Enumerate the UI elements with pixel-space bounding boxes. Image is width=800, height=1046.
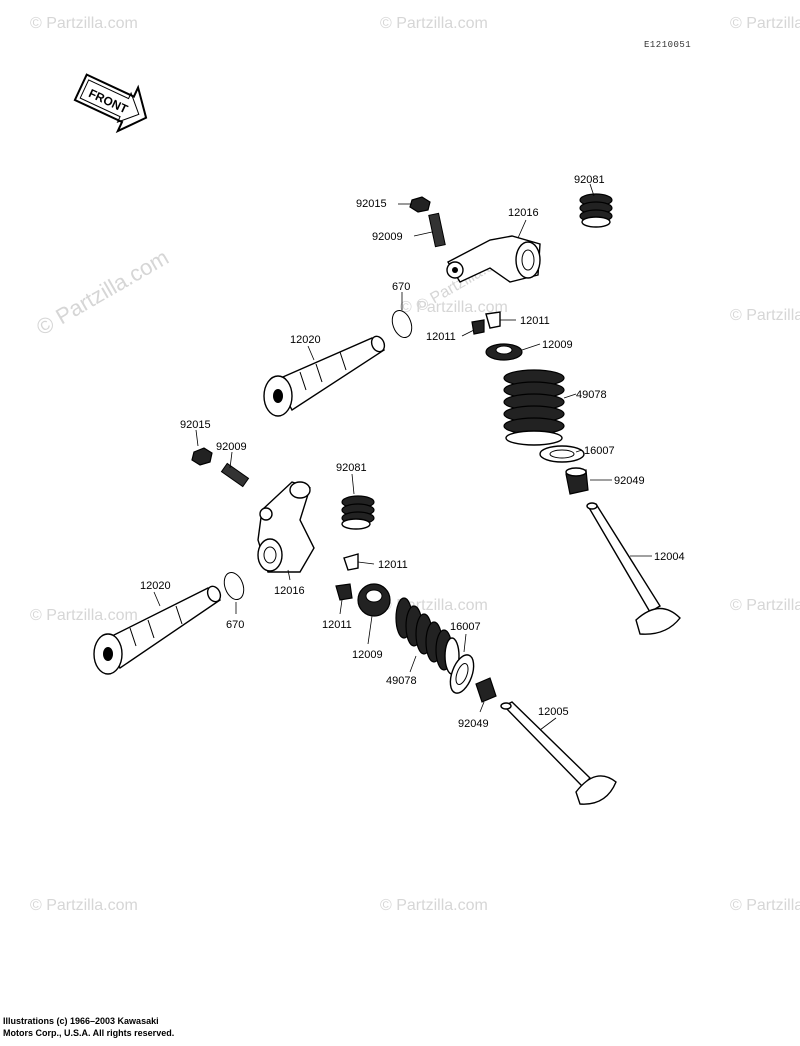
watermark: © Partzilla.com: [30, 607, 138, 624]
part-label: 12011: [426, 331, 456, 343]
part-label: 16007: [450, 621, 481, 633]
part-label: 92081: [336, 462, 367, 474]
valve-spring-49078-bottom: [395, 597, 460, 675]
watermark: © Partzilla.com: [400, 299, 508, 316]
valve-12005: [500, 701, 617, 805]
watermark: © Partzilla.com: [380, 15, 488, 32]
keeper-12011-top-right: [485, 311, 501, 329]
watermark-large: © Partzilla.com: [32, 245, 173, 341]
part-label: 12020: [290, 334, 321, 346]
part-label: 12016: [508, 207, 539, 219]
screw-92009-bottom: [220, 462, 250, 488]
copyright-notice: Illustrations (c) 1966–2003 Kawasaki Mot…: [3, 1015, 174, 1039]
part-label: 670: [392, 281, 410, 293]
part-label: 12009: [352, 649, 383, 661]
part-label: 92049: [458, 718, 489, 730]
part-label: 92009: [216, 441, 247, 453]
watermark: © Partzilla.com: [30, 15, 138, 32]
part-labels: 92015 92009 12016 92081 670 12011 12011 …: [140, 174, 685, 730]
nut-92015-bottom: [191, 447, 213, 466]
part-label: 12020: [140, 580, 171, 592]
spring-92081-top: [579, 193, 613, 228]
part-label: 12005: [538, 706, 569, 718]
valve-spring-49078-top: [503, 369, 565, 446]
watermark: © Partzilla.com: [730, 897, 800, 914]
rocker-shaft-12020-bottom: [93, 585, 222, 675]
front-arrow: FRONT: [73, 73, 148, 134]
rocker-arm-12016-bottom: [257, 481, 315, 573]
watermark: © Partzilla.com: [730, 307, 800, 324]
part-label: 670: [226, 619, 244, 631]
spring-92081-bottom: [341, 495, 375, 530]
retainer-12009-bottom: [357, 583, 391, 617]
washer-16007-top: [539, 445, 585, 463]
part-label: 92081: [574, 174, 605, 186]
watermark: © Partzilla.com: [730, 15, 800, 32]
part-label: 12011: [520, 315, 550, 327]
keeper-12011-bottom-right: [343, 553, 359, 571]
watermark: © Partzilla.com: [730, 597, 800, 614]
rocker-shaft-12020-top: [263, 335, 386, 417]
leader-lines: [153, 183, 652, 731]
part-label: 92049: [614, 475, 645, 487]
o-ring-670-bottom: [223, 571, 245, 601]
part-label: 12011: [378, 559, 408, 571]
keeper-12011-top-left: [471, 319, 485, 335]
part-label: 12011: [322, 619, 352, 631]
part-label: 92015: [356, 198, 387, 210]
part-label: 49078: [386, 675, 417, 687]
retainer-12009-top: [485, 343, 523, 361]
seal-92049-bottom: [475, 677, 497, 703]
valve-12004: [586, 502, 681, 635]
part-label: 92009: [372, 231, 403, 243]
watermarks: © Partzilla.com © Partzilla.com © Partzi…: [30, 15, 800, 914]
o-ring-670-top: [391, 309, 413, 339]
screw-92009-top: [428, 212, 446, 248]
part-label: 12009: [542, 339, 573, 351]
part-label: 16007: [584, 445, 615, 457]
keeper-12011-bottom-left: [335, 583, 353, 601]
part-label: 49078: [576, 389, 607, 401]
rocker-arm-12016-top: [446, 235, 541, 283]
copyright-line-1: Illustrations (c) 1966–2003 Kawasaki: [3, 1016, 159, 1026]
washer-16007-bottom: [449, 654, 475, 694]
part-label: 12004: [654, 551, 685, 563]
watermark: © Partzilla.com: [380, 897, 488, 914]
watermark: © Partzilla.com: [30, 897, 138, 914]
part-label: 12016: [274, 585, 305, 597]
diagram-code: E1210051: [644, 40, 692, 50]
nut-92015-top: [409, 196, 431, 213]
copyright-line-2: Motors Corp., U.S.A. All rights reserved…: [3, 1028, 175, 1038]
part-label: 92015: [180, 419, 211, 431]
seal-92049-top: [565, 467, 589, 495]
